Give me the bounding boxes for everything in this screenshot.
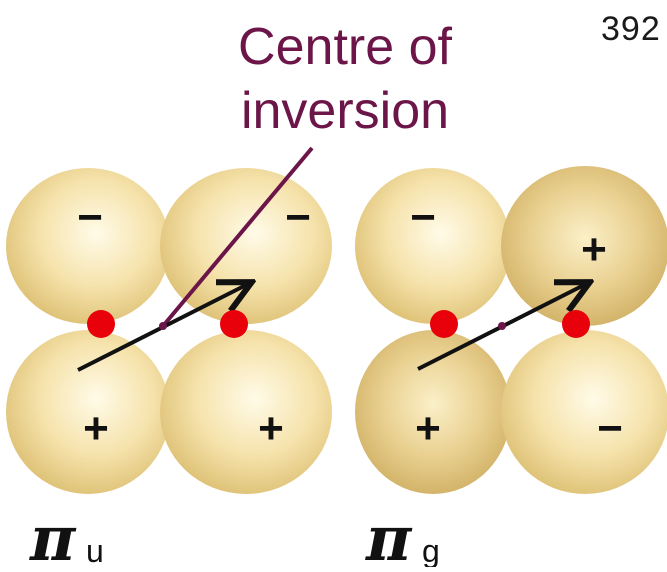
pi-g-nucleus-right [562, 310, 590, 338]
pi-g-nucleus-left [430, 310, 458, 338]
pi-g-inversion-centre [498, 322, 506, 330]
pi-g-sign-top-right: + [581, 225, 607, 274]
caption-line-2: inversion [241, 82, 449, 140]
pi-u-lobe-top-left [6, 168, 170, 324]
pi-u-symbol: π [29, 502, 77, 567]
pi-u-nucleus-left [87, 310, 115, 338]
pi-u-subscript: u [86, 533, 104, 567]
page-number: 392 [601, 10, 661, 48]
pi-u-orbital: − − + + [6, 148, 332, 494]
pi-g-lobe-bottom-right [501, 330, 667, 494]
pi-g-symbol: π [365, 502, 413, 567]
pi-u-sign-top-right: − [285, 193, 311, 242]
pi-u-inversion-centre [159, 322, 167, 330]
pi-g-sign-top-left: − [410, 193, 436, 242]
pi-g-lobe-top-left [355, 168, 511, 324]
pi-g-sign-bottom-left: + [415, 404, 441, 453]
pi-u-sign-bottom-left: + [83, 404, 109, 453]
pi-g-subscript: g [422, 533, 440, 567]
pi-g-orbital: − + + − [355, 166, 667, 494]
pi-u-nucleus-right [220, 310, 248, 338]
pi-u-sign-top-left: − [77, 193, 103, 242]
pi-g-label: π g [365, 502, 440, 567]
pi-u-label: π u [29, 502, 104, 567]
pi-u-lobe-bottom-right [160, 330, 332, 494]
pi-g-sign-bottom-right: − [597, 404, 623, 453]
caption-line-1: Centre of [238, 18, 452, 76]
pi-u-sign-bottom-right: + [258, 404, 284, 453]
